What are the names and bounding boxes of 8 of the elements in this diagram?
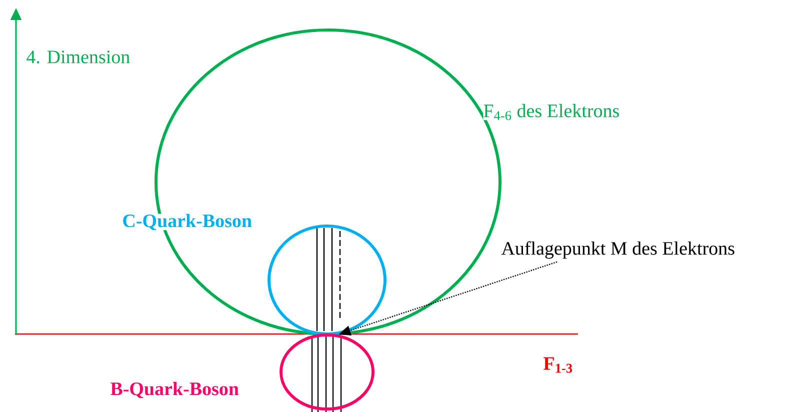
ellipse bbox=[280, 334, 374, 410]
ellipse bbox=[268, 224, 386, 336]
callout-text: Auflagepunkt M des Elektrons bbox=[501, 241, 734, 259]
axis-label: F$_{1-3}$ bbox=[543, 357, 574, 373]
axis-label: 4. Dimension bbox=[26, 50, 130, 64]
label: B-Quark-Boson bbox=[110, 382, 239, 398]
label: C-Quark-Boson bbox=[122, 214, 252, 230]
label: F$_{4-6}$ des Elektrons bbox=[483, 104, 620, 120]
